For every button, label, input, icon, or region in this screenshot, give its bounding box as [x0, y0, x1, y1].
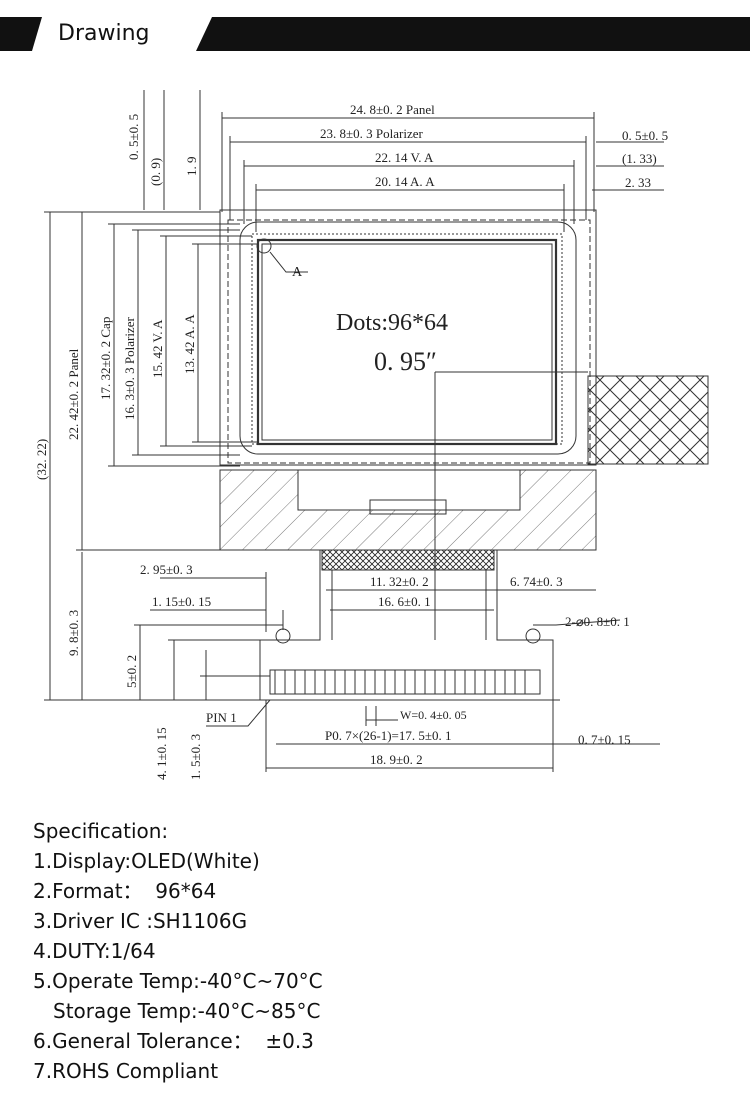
dim-aa-height: 13. 42 A. A [182, 314, 197, 374]
specification: Specification: 1.Display:OLED(White) 2.F… [33, 816, 733, 1086]
spec-line-display: 1.Display:OLED(White) [33, 849, 260, 873]
dim-right-05: 0. 5±0. 5 [622, 128, 668, 143]
flex-cable [587, 375, 709, 465]
dim-fpc-height: 9. 8±0. 3 [66, 610, 81, 656]
dim-right-233: 2. 33 [625, 175, 651, 190]
spec-line-tolerance: 6.General Tolerance： ±0.3 [33, 1029, 314, 1053]
dim-polarizer-width: 23. 8±0. 3 Polarizer [320, 126, 423, 141]
dim-pin-width: W=0. 4±0. 05 [400, 708, 467, 722]
dim-total-height: (32. 22) [34, 439, 49, 480]
dim-aa-width: 20. 14 A. A [375, 174, 435, 189]
mounting-hole-left [275, 628, 291, 644]
mounting-hole-right [525, 628, 541, 644]
dim-189: 18. 9±0. 2 [370, 752, 423, 767]
pin1-label: PIN 1 [206, 710, 237, 725]
spec-line-storage-temp: Storage Temp:-40°C~85°C [53, 999, 321, 1023]
dim-07: 0. 7±0. 15 [578, 732, 631, 747]
dim-15: 1. 5±0. 3 [188, 734, 203, 780]
display-dots-label: Dots:96*64 [336, 310, 448, 336]
spec-line-duty: 4.DUTY:1/64 [33, 939, 156, 963]
spec-line-rohs: 7.ROHS Compliant [33, 1059, 219, 1083]
spec-heading: Specification: [33, 819, 169, 843]
dim-polarizer-height: 16. 3±0. 3 Polarizer [122, 317, 137, 420]
dim-674: 6. 74±0. 3 [510, 574, 563, 589]
dim-166: 16. 6±0. 1 [378, 594, 431, 609]
banner [0, 17, 750, 51]
spec-line-driver: 3.Driver IC :SH1106G [33, 909, 248, 933]
dim-pitch: P0. 7×(26-1)=17. 5±0. 1 [325, 728, 452, 743]
dim-top-05: 0. 5±0. 5 [126, 114, 141, 160]
dim-top-19: 1. 9 [184, 157, 199, 177]
dim-va-height: 15. 42 V. A [150, 319, 165, 378]
dim-cap-height: 17. 32±0. 2 Cap [98, 317, 113, 400]
active-area [256, 238, 558, 446]
dim-top-09: (0. 9) [148, 158, 163, 186]
dim-295: 2. 95±0. 3 [140, 562, 193, 577]
dim-5: 5±0. 2 [124, 655, 139, 688]
dim-1132: 11. 32±0. 2 [370, 574, 429, 589]
dim-115: 1. 15±0. 15 [152, 594, 211, 609]
dim-panel-width: 24. 8±0. 2 Panel [350, 102, 435, 117]
spec-line-format: 2.Format： 96*64 [33, 879, 217, 903]
dim-panel-height: 22. 42±0. 2 Panel [66, 348, 81, 440]
dim-holes: 2-⌀0. 8±0. 1 [565, 614, 630, 629]
marker-a: A [292, 265, 303, 280]
pin-row [269, 669, 541, 695]
spec-line-operate-temp: 5.Operate Temp:-40°C~70°C [33, 969, 323, 993]
dim-right-133: (1. 33) [622, 151, 657, 166]
display-size-label: 0. 95″ [374, 347, 437, 376]
technical-drawing: 24. 8±0. 2 Panel 23. 8±0. 3 Polarizer 22… [34, 90, 709, 780]
panel-outline [219, 209, 597, 466]
dim-41: 4. 1±0. 15 [154, 727, 169, 780]
dim-va-width: 22. 14 V. A [375, 150, 434, 165]
banner-title: Drawing [58, 21, 150, 46]
cap-outline [239, 221, 577, 455]
